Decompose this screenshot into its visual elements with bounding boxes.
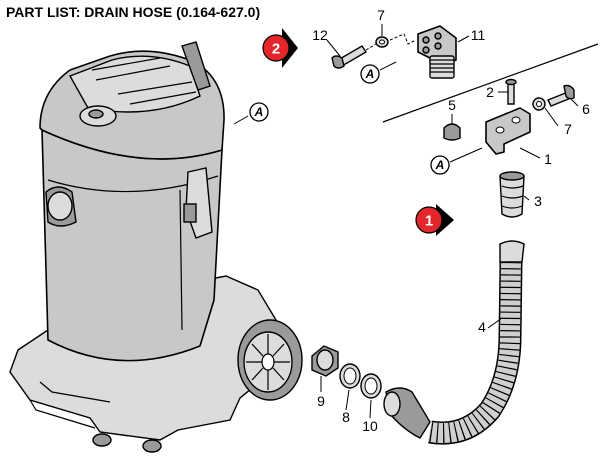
svg-text:A: A	[365, 67, 375, 81]
head-groove-2	[95, 65, 171, 81]
part-12-bolt	[331, 45, 367, 69]
head-groove-3	[117, 81, 193, 95]
marker-2-pointer	[282, 28, 298, 68]
part-label-4: 4	[478, 319, 486, 335]
leader-lines	[233, 24, 579, 419]
part-6-bolt	[547, 84, 575, 107]
front-caster	[92, 433, 112, 447]
part-label-8: 8	[342, 409, 350, 425]
sleeve-ribs	[501, 185, 524, 209]
head-top-panel	[68, 55, 201, 113]
ring-8-hole	[343, 367, 357, 385]
base-edge-line-inner	[39, 381, 111, 403]
svg-text:A: A	[435, 158, 445, 172]
marker-1-pointer	[436, 204, 454, 236]
clamp-latch	[183, 203, 197, 223]
wheel-spokes	[246, 334, 290, 390]
tank-highlight	[179, 189, 183, 331]
assembly-path-upper	[365, 33, 417, 51]
washer-hole	[379, 39, 385, 45]
screw-2-head	[505, 78, 517, 86]
part-9-nut	[311, 345, 339, 377]
reference-a-upper: A	[360, 64, 380, 84]
part-label-3: 3	[534, 193, 542, 209]
carry-handle	[181, 41, 211, 91]
bracket-hole-1	[495, 126, 505, 134]
washer-lower-hole	[536, 101, 542, 107]
svg-text:1: 1	[425, 213, 433, 230]
part-label-2: 2	[486, 84, 494, 100]
part-label-9: 9	[317, 393, 325, 409]
part-4-drain-hose	[383, 240, 525, 445]
base-edge-line	[29, 399, 96, 429]
part-label-1: 1	[544, 151, 552, 167]
seal-10-hole	[364, 377, 378, 395]
part-label-12: 12	[312, 27, 328, 43]
part-label-11: 11	[471, 27, 486, 43]
assembly-marker-2: 2	[262, 28, 298, 68]
part-label-6: 6	[582, 101, 590, 117]
marker-1-badge	[415, 206, 443, 234]
reference-a-lower: A	[430, 155, 450, 175]
assembly-marker-1: 1	[415, 204, 454, 236]
head-groove-1	[91, 57, 161, 71]
front-caster-right	[142, 439, 162, 453]
power-switch-center	[88, 109, 104, 119]
section-divider-line	[382, 43, 599, 123]
reference-a-vacuum: A	[249, 102, 269, 122]
vacuum-tank	[41, 129, 223, 362]
part-label-7-upper: 7	[377, 7, 385, 23]
part-label-7-lower: 7	[564, 121, 572, 137]
part-1-bracket	[485, 107, 531, 155]
part-2-screw	[507, 81, 515, 105]
svg-text:A: A	[254, 105, 264, 119]
part-11-elbow-fitting	[417, 25, 457, 79]
part-label-10: 10	[362, 418, 378, 434]
page-title: PART LIST: DRAIN HOSE (0.164-627.0)	[6, 4, 261, 20]
suction-inlet-opening	[47, 191, 73, 221]
head-groove-4	[129, 91, 197, 105]
part-label-5: 5	[448, 97, 456, 113]
vacuum-cleaner-unit	[9, 41, 303, 453]
rear-wheel-hub	[261, 353, 275, 371]
part-5-cap	[443, 123, 461, 141]
marker-2-badge	[262, 34, 290, 62]
bracket-hole-2	[511, 116, 521, 124]
sleeve-top	[499, 171, 525, 181]
part-number-labels: 12 7 11 2 6 5 7 1 3 4 9 8 10	[312, 7, 590, 434]
svg-text:2: 2	[272, 41, 280, 58]
